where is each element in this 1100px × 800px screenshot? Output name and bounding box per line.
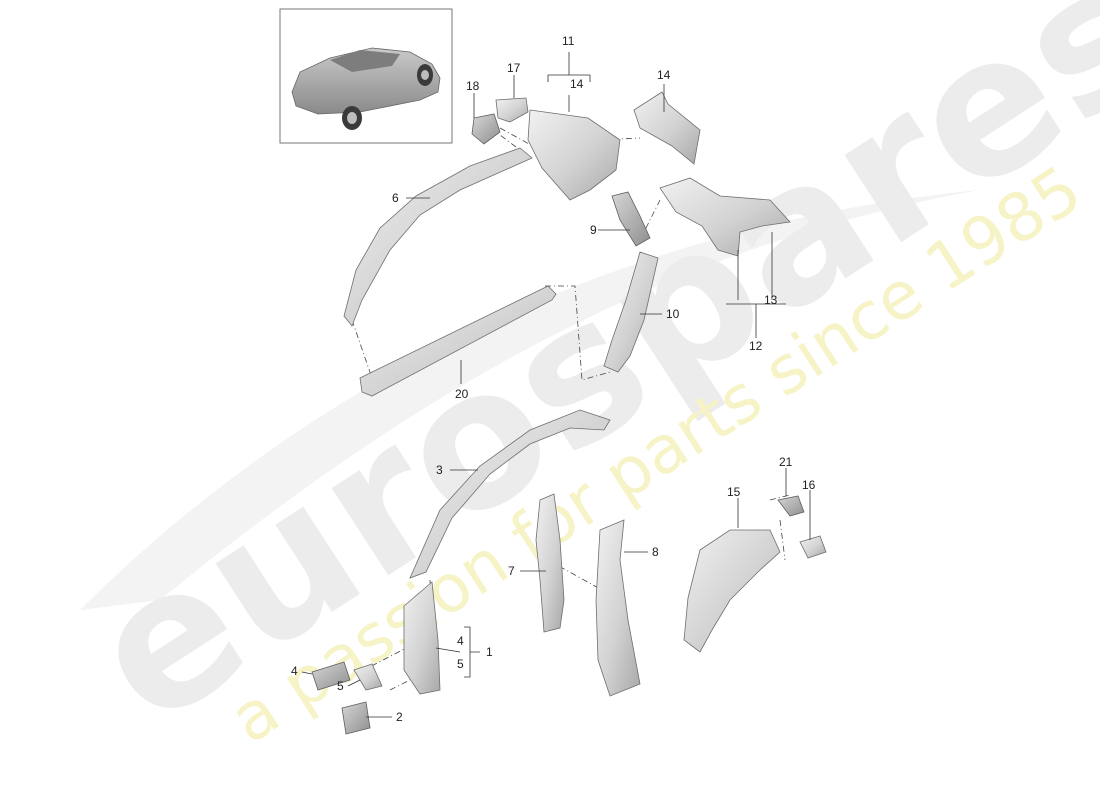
callout-5-group: 5 — [457, 657, 464, 671]
callout-18: 18 — [466, 79, 480, 93]
part-12-wheelhouse — [659, 177, 791, 257]
callout-20: 20 — [455, 387, 469, 401]
callout-12: 12 — [749, 339, 763, 353]
callout-4: 4 — [291, 664, 298, 678]
part-4-reinforcement — [311, 661, 351, 691]
callout-21: 21 — [779, 455, 793, 469]
vehicle-thumbnail — [279, 8, 453, 144]
callout-4-group: 4 — [457, 634, 464, 648]
part-1-pillar-lower — [403, 581, 441, 695]
callout-14: 14 — [657, 68, 671, 82]
callout-11: 11 — [562, 34, 575, 48]
callout-8: 8 — [652, 545, 659, 559]
part-10-pillar — [603, 251, 659, 373]
callout-16: 16 — [802, 478, 816, 492]
part-21-clip — [777, 495, 805, 517]
watermark-brand: eurospares — [54, 0, 1100, 768]
part-20-side-sill — [359, 285, 557, 397]
part-14-panel — [633, 91, 701, 165]
part-15-wheelhouse-rear — [683, 529, 781, 653]
part-17-bracket — [495, 97, 529, 123]
part-8-b-pillar-outer — [595, 519, 641, 697]
callout-13: 13 — [764, 293, 778, 307]
callout-7: 7 — [508, 564, 515, 578]
part-6-a-pillar — [343, 147, 533, 327]
callout-6: 6 — [392, 191, 399, 205]
part-18-bracket — [471, 113, 501, 145]
callout-5: 5 — [337, 679, 344, 693]
part-11-front-structure — [527, 109, 621, 201]
callout-3: 3 — [436, 463, 443, 477]
part-2-block — [341, 701, 371, 735]
part-7-b-pillar-inner — [535, 493, 565, 633]
watermark-swoosh — [80, 190, 980, 610]
part-9-pillar-piece — [611, 191, 651, 247]
part-3-roof-rail — [409, 409, 611, 579]
callout-2: 2 — [396, 710, 403, 724]
callout-17: 17 — [507, 61, 521, 75]
part-5-bracket — [353, 663, 383, 691]
callout-10: 10 — [666, 307, 680, 321]
callout-1: 1 — [486, 645, 493, 659]
watermark: eurospares a passion for parts since 198… — [54, 0, 1100, 768]
part-16-cover — [799, 535, 827, 559]
car-icon — [291, 47, 441, 130]
callout-15: 15 — [727, 485, 741, 499]
parts — [311, 91, 827, 735]
leader-lines — [301, 52, 811, 718]
callout-14-group: 14 — [570, 77, 584, 91]
callout-9: 9 — [590, 223, 597, 237]
callout-labels: 1 2 3 4 4 5 5 6 7 8 9 10 11 12 13 14 14 … — [291, 34, 816, 724]
